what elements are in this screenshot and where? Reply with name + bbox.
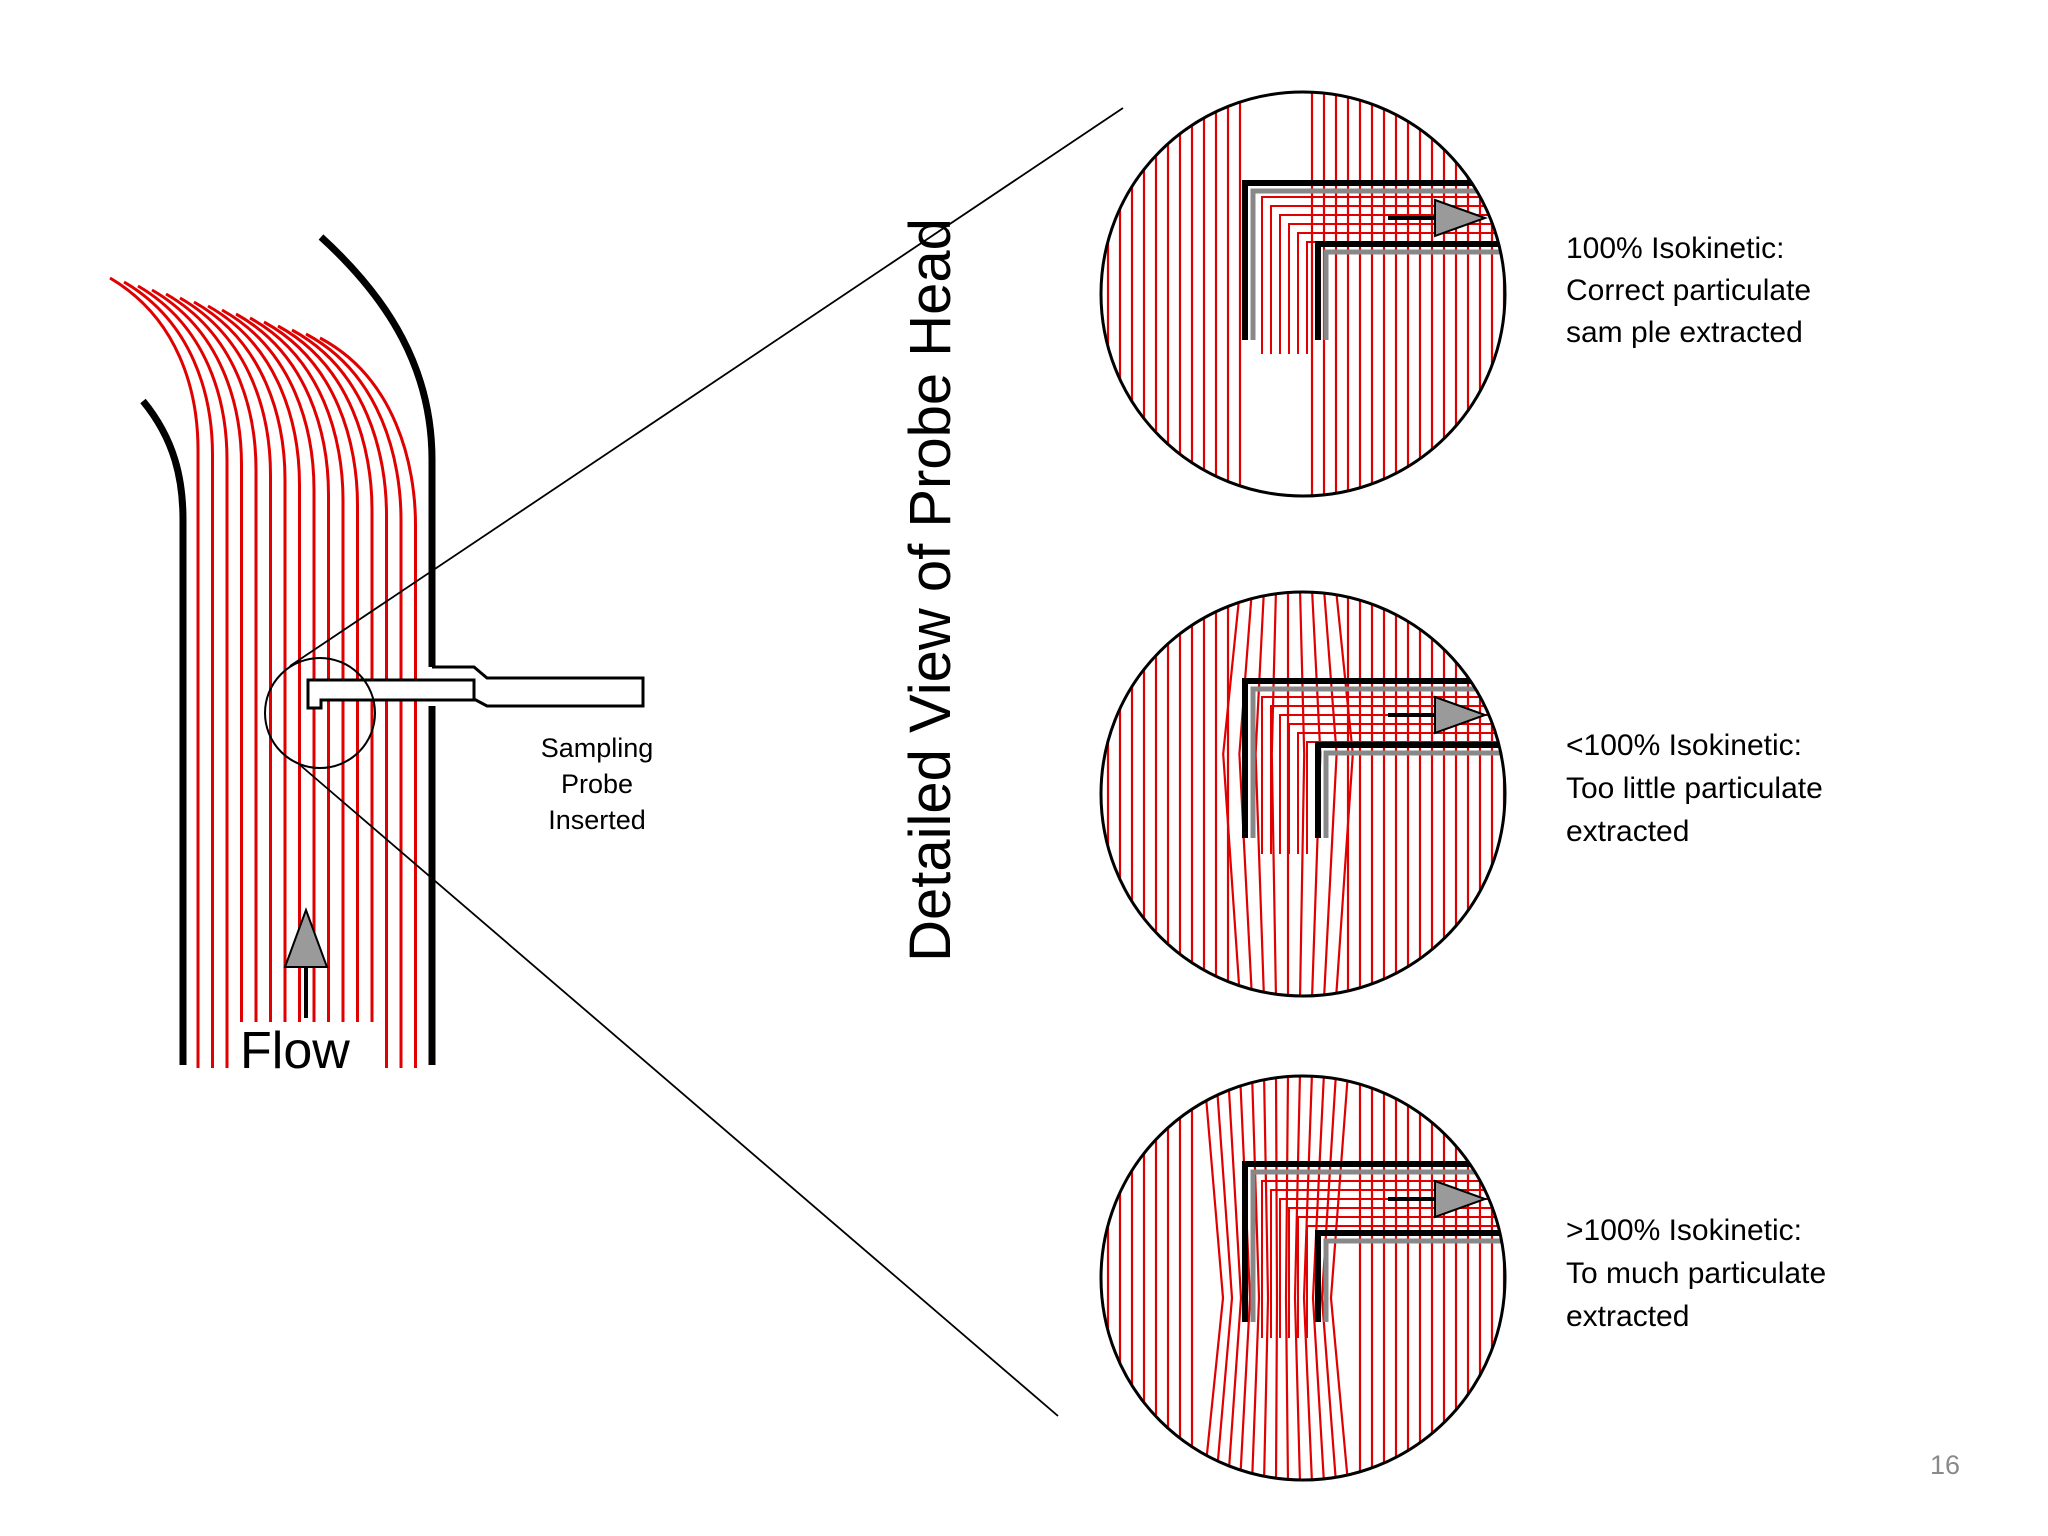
pipe-streamline [193,300,287,1068]
panel-label-below-100: <100% Isokinetic: Too little particulate… [1566,729,1823,848]
detail-streamline [1238,592,1254,996]
detail-title: Detailed View of Probe Head [898,218,963,962]
panel-label-100: 100% Isokinetic: Correct particulate sam… [1566,232,1811,349]
pipe-streamline [109,276,200,1068]
probe-label: Sampling Probe Inserted [541,733,654,835]
pipe-streamline [123,280,214,1068]
detail-streamline [1270,592,1278,996]
probe-streamline [1270,705,1505,854]
svg-text:<100% Isokinetic:: <100% Isokinetic: [1566,729,1802,762]
pipe-streamline [277,324,374,1068]
svg-text:Sampling: Sampling [541,733,654,763]
pipe-streamline [249,316,345,1068]
pipe-streamline [151,288,243,1068]
detail-streamline [1202,1076,1225,1480]
pipe-streamline [165,292,258,1068]
detail-streamline [1329,1076,1350,1480]
detail-streamline [1274,1076,1279,1480]
sampling-probe [306,665,645,710]
probe-streamline [1261,696,1505,854]
probe-streamline [1297,1216,1505,1338]
flow-arrow-icon [283,907,329,1018]
detail-streamline [1293,1076,1302,1480]
zoom-line-top [289,107,1124,667]
pipe-streamline [207,304,301,1068]
flow-label: Flow [240,1022,350,1080]
pipe-streamlines [109,276,417,1068]
page-number: 16 [1929,1450,1960,1480]
zoom-line-bottom [299,764,1059,1417]
pipe-streamline [291,328,388,1068]
detail-streamline [1302,1076,1314,1480]
detail-streamline [1238,1076,1252,1480]
probe-streamline [1261,1180,1505,1338]
svg-text:extracted: extracted [1566,1300,1689,1333]
panel-label-above-100: >100% Isokinetic: To much particulate ex… [1566,1214,1826,1333]
detail-streamline [1254,592,1266,996]
svg-text:Correct particulate: Correct particulate [1566,274,1811,307]
detail-streamline [1222,592,1242,996]
pipe-streamline [263,320,359,1068]
detail-circle-above-100 [1099,1074,1507,1482]
svg-text:sam ple extracted: sam ple extracted [1566,316,1803,349]
probe-streamline [1306,1225,1505,1338]
svg-text:Probe: Probe [561,769,633,799]
svg-text:Inserted: Inserted [548,805,646,835]
detail-streamline [1262,1076,1270,1480]
magnifier-circle [264,657,376,769]
pipe-streamline [221,308,316,1068]
svg-text:100% Isokinetic:: 100% Isokinetic: [1566,232,1784,265]
svg-text:>100% Isokinetic:: >100% Isokinetic: [1566,1214,1802,1247]
pipe-streamline [305,332,403,1068]
probe-streamline [1270,205,1505,354]
pipe-streamline [137,284,229,1068]
svg-text:Too little particulate: Too little particulate [1566,772,1823,805]
detail-streamline [1250,1076,1261,1480]
detail-circle-100 [1099,90,1507,498]
detail-streamline [1284,1076,1290,1480]
detail-circle-below-100 [1099,590,1507,998]
probe-streamline [1288,1207,1505,1338]
probe-streamline [1297,732,1505,854]
probe-streamline [1279,214,1505,354]
pipe-streamline [179,296,272,1068]
pipe-left-wall [140,398,187,1065]
pipe-right-wall-upper [318,234,436,667]
detail-streamline [1214,1076,1234,1480]
probe-streamline [1261,196,1505,354]
detail-streamline [1311,1076,1326,1480]
detail-streamline [1298,592,1306,996]
svg-text:To much particulate: To much particulate [1566,1257,1826,1290]
pipe-streamline [235,312,330,1068]
detail-streamline [1334,592,1354,996]
probe-streamline [1270,1189,1505,1338]
pipe-streamline [319,336,417,1068]
detail-streamline [1226,1076,1243,1480]
detail-streamline [1320,1076,1338,1480]
svg-text:extracted: extracted [1566,815,1689,848]
